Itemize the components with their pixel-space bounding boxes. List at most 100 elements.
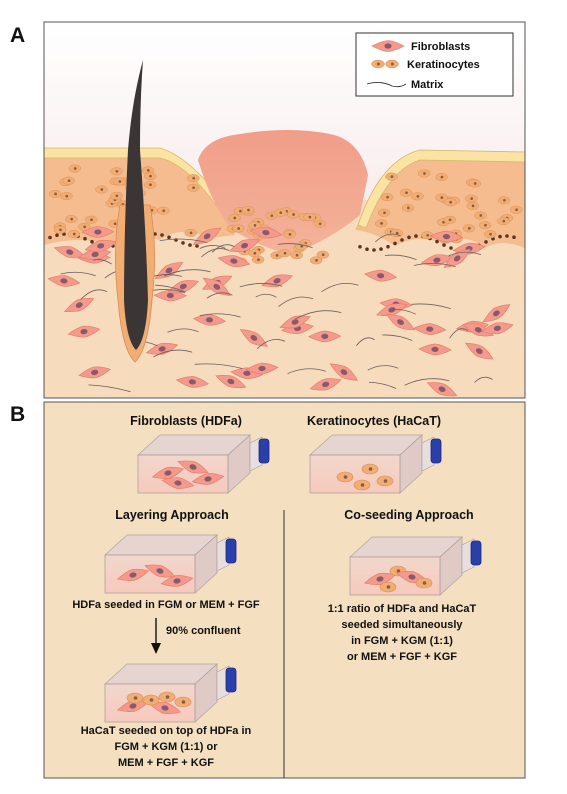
- basal-cell: [435, 239, 439, 244]
- matrix-fiber: [199, 245, 226, 249]
- matrix-fiber: [382, 334, 413, 341]
- basal-cell: [372, 248, 376, 252]
- keratinocyte-cell: [110, 191, 123, 200]
- keratinocyte-cell: [385, 172, 398, 181]
- keratinocyte-cell: [110, 167, 123, 176]
- matrix-fiber: [449, 328, 469, 339]
- basal-cell: [55, 233, 59, 237]
- keratinocyte-cell: [374, 219, 388, 228]
- basal-cell: [167, 235, 171, 239]
- basal-cell: [505, 234, 509, 238]
- matrix-fiber: [239, 283, 283, 288]
- basal-cell: [407, 235, 411, 240]
- keratinocyte-cell: [48, 189, 62, 199]
- keratinocyte-cell: [464, 194, 478, 203]
- keratinocyte-cell: [443, 215, 457, 224]
- keratinocyte-cell: [466, 201, 480, 211]
- coseeding-desc-line: in FGM + KGM (1:1): [351, 635, 453, 647]
- keratinocyte-cell: [283, 230, 296, 239]
- matrix-fiber: [367, 365, 399, 371]
- matrix-fiber: [199, 313, 241, 318]
- matrix-fiber: [384, 254, 417, 260]
- matrix-fiber: [404, 378, 450, 386]
- keratinocyte-cell: [68, 164, 82, 173]
- keratinocyte-cell: [468, 179, 482, 188]
- matrix-fiber: [153, 349, 193, 358]
- keratinocyte-cell: [95, 185, 108, 194]
- layering-step2-line: MEM + FGF + KGF: [118, 757, 214, 769]
- keratinocyte-cell: [462, 224, 476, 233]
- keratinocyte-cell: [64, 214, 78, 224]
- matrix-fiber: [194, 363, 243, 369]
- keratinocyte-cell: [231, 224, 245, 233]
- keratinocyte-cell: [67, 229, 81, 239]
- legend-matrix-icon: [366, 81, 407, 88]
- keratinocytes-title: Keratinocytes (HaCaT): [307, 414, 441, 428]
- keratinocyte-cell: [401, 203, 415, 213]
- matrix-fiber: [277, 243, 313, 249]
- matrix-fiber: [355, 337, 375, 346]
- matrix-fiber: [206, 292, 233, 299]
- basal-cell: [181, 241, 185, 245]
- basal-cell: [195, 244, 199, 248]
- basal-cell: [498, 234, 502, 239]
- matrix-fiber: [390, 309, 417, 315]
- matrix-fiber: [88, 384, 131, 393]
- basal-cell: [90, 239, 94, 244]
- matrix-fiber: [211, 244, 235, 253]
- matrix-fiber: [93, 259, 112, 265]
- panel-a-label: A: [10, 24, 25, 47]
- confluence-arrow-label: 90% confluent: [166, 625, 241, 637]
- keratinocyte-cell: [143, 180, 157, 189]
- coseeding-desc-line: or MEM + FGF + KGF: [347, 651, 457, 663]
- keratinocyte-cell: [443, 198, 457, 207]
- keratinocyte-cell: [286, 210, 300, 219]
- matrix-fiber: [375, 233, 401, 243]
- basal-cell: [449, 246, 453, 250]
- basal-cell: [386, 244, 390, 249]
- matrix-fiber: [155, 284, 185, 293]
- keratinocyte-cell: [278, 249, 291, 258]
- keratinocyte-cell: [53, 225, 67, 234]
- matrix-fiber: [411, 303, 451, 309]
- matrix-fiber: [294, 310, 342, 320]
- layering-step2-line: FGM + KGM (1:1) or: [115, 741, 219, 753]
- keratinocyte-cell: [390, 228, 404, 238]
- matrix-fiber: [278, 296, 314, 307]
- keratinocyte-cell: [228, 213, 241, 223]
- confluence-arrow: [151, 618, 161, 654]
- keratinocyte-cell: [377, 208, 391, 217]
- hair-shaft: [124, 60, 148, 350]
- matrix-fiber: [413, 263, 456, 268]
- keratinocyte-cell: [186, 174, 200, 183]
- coseeding-desc-line: seeded simultaneously: [341, 619, 463, 631]
- matrix-fiber: [448, 251, 482, 257]
- matrix-fiber: [257, 339, 286, 349]
- keratinocyte-cell: [186, 183, 200, 192]
- basal-cell: [48, 235, 52, 240]
- keratinocyte-cell: [303, 212, 316, 222]
- keratinocyte-cell: [399, 188, 413, 197]
- keratinocyte-cell: [294, 242, 308, 251]
- basal-cell: [188, 243, 192, 247]
- matrix-fiber: [167, 328, 199, 333]
- layering-title: Layering Approach: [115, 508, 228, 522]
- keratinocyte-cell: [497, 216, 510, 226]
- basal-cell: [414, 234, 418, 238]
- keratinocyte-cell: [84, 215, 98, 224]
- matrix-fiber: [80, 289, 108, 300]
- keratinocyte-cell: [509, 205, 523, 214]
- coseeding-desc-line: 1:1 ratio of HDFa and HaCaT: [328, 603, 477, 615]
- keratinocyte-cell: [62, 176, 76, 185]
- keratinocyte-cell: [265, 211, 278, 220]
- keratinocyte-cell: [290, 251, 304, 260]
- keratinocyte-cell: [184, 228, 198, 238]
- keratinocyte-cell: [497, 196, 511, 205]
- matrix-fiber: [201, 248, 230, 258]
- keratinocyte-cell: [248, 249, 261, 258]
- basal-cell: [83, 236, 87, 241]
- keratinocyte-cell: [417, 169, 431, 178]
- matrix-fiber: [368, 382, 397, 389]
- coseeding-title: Co-seeding Approach: [344, 508, 473, 522]
